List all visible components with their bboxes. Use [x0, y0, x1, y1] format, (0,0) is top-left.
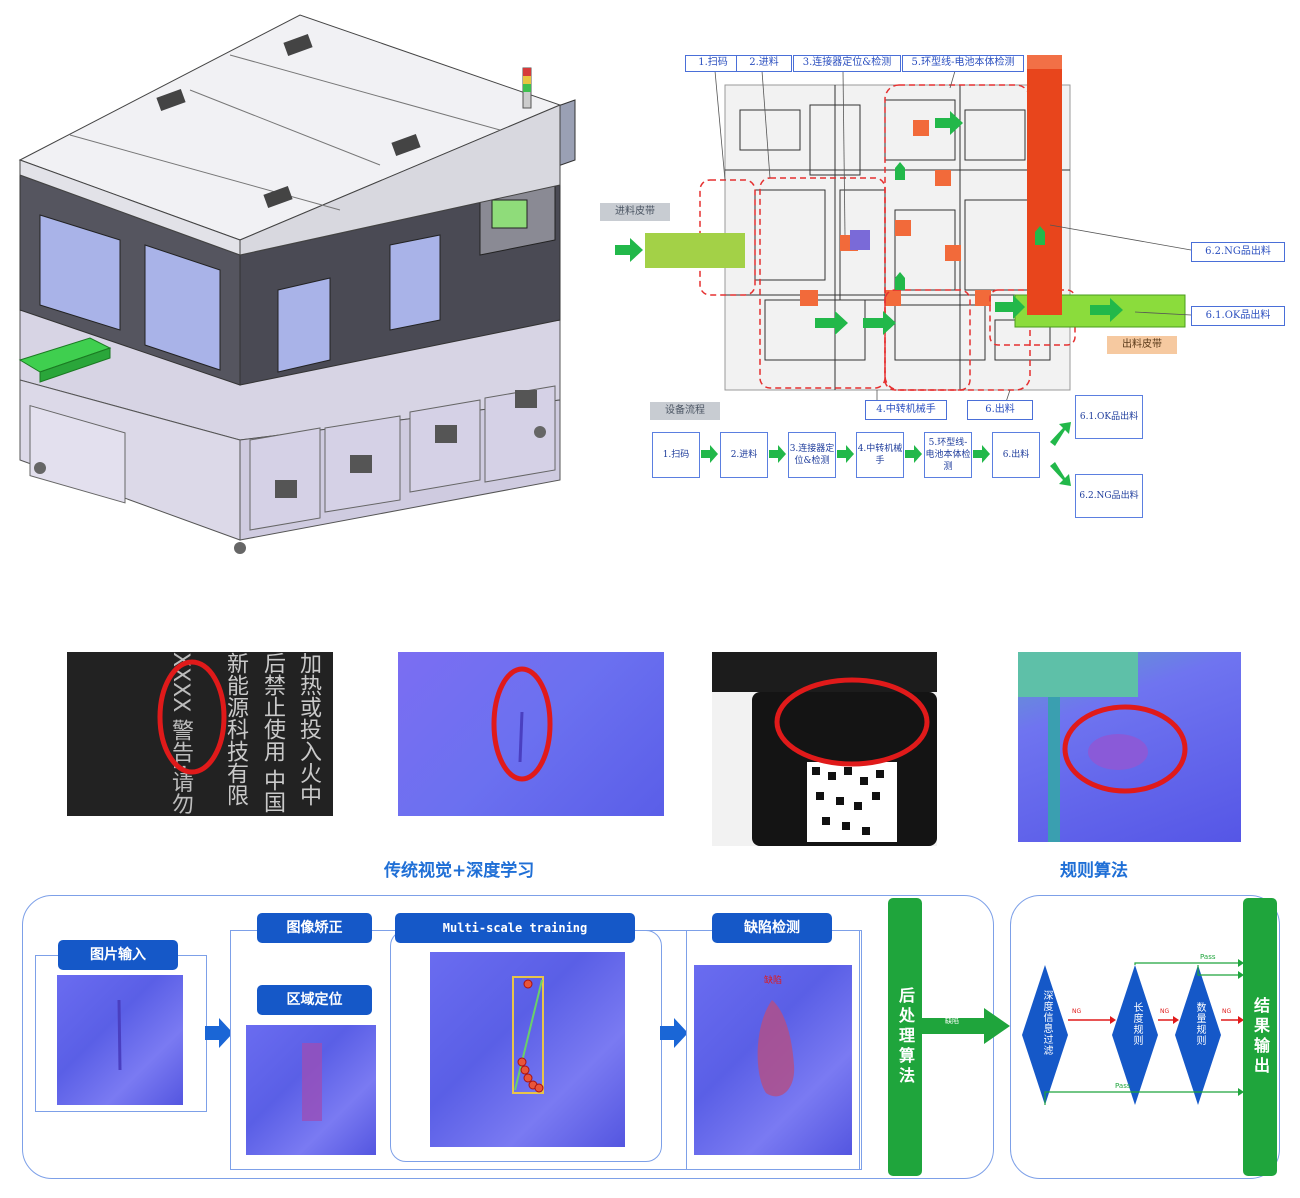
rule-diagram — [1022, 959, 1244, 1105]
infeed-tag: 进料皮带 — [600, 203, 670, 221]
arrow-1 — [205, 1018, 233, 1048]
ng-label-3: NG — [1222, 1008, 1232, 1015]
sample-image-corner — [712, 652, 937, 846]
flow-step-2: 2.进料 — [720, 432, 768, 478]
top-label-ring-line: 5.环型线-电池本体检测 — [902, 55, 1024, 72]
defect-image: 缺陷 — [694, 965, 852, 1155]
multiscale-tab: Multi-scale training — [395, 913, 635, 943]
multiscale-image — [430, 952, 625, 1147]
flow-step-3: 3.连接器定位&检测 — [788, 432, 836, 478]
flow-step-5: 5.环型线-电池本体检测 — [924, 432, 972, 478]
sample-image-scratch — [398, 652, 664, 816]
sample-text-3: 新能源科技有限 — [223, 652, 248, 806]
caption-rule-algorithm: 规则算法 — [1060, 861, 1128, 881]
top-label-connector: 3.连接器定位&检测 — [793, 55, 901, 72]
sample-text-2: 后禁止使用 中国 — [260, 652, 285, 813]
sample-text-1: 加热或投入火中 — [296, 652, 321, 806]
ng-label-1: NG — [1072, 1008, 1082, 1015]
flow-output-ng: 6.2.NG品出料 — [1075, 474, 1143, 518]
ok-output-label: 6.1.OK品出料 — [1191, 306, 1285, 326]
image-input-tab: 图片输入 — [58, 940, 178, 970]
flow-step-6: 6.出料 — [992, 432, 1040, 478]
flow-step-1: 1.扫码 — [652, 432, 700, 478]
input-image — [57, 975, 183, 1105]
ng-label-2: NG — [1160, 1008, 1170, 1015]
arrow-to-rules-label: 缺陷 — [945, 1017, 959, 1025]
arrow-2 — [660, 1018, 688, 1048]
pass-label-2: Pass — [1115, 1082, 1131, 1090]
defect-detect-tab: 缺陷检测 — [712, 913, 832, 943]
result-output-bar: 结果输出 — [1243, 898, 1277, 1176]
post-process-bar: 后处理算法 — [888, 898, 922, 1176]
sample-text-4: XXXX 警告:请勿 — [168, 652, 193, 815]
sample-image-dent — [1018, 652, 1241, 842]
region-locate-tab: 区域定位 — [257, 985, 372, 1015]
rule-count: 数量规则 — [1194, 1002, 1205, 1046]
sample-image-text: 加热或投入火中 后禁止使用 中国 新能源科技有限 XXXX 警告:请勿 — [67, 652, 333, 816]
top-label-scan: 1.扫码 — [685, 55, 741, 72]
process-tag: 设备流程 — [650, 402, 720, 420]
caption-vision-dl: 传统视觉+深度学习 — [384, 861, 535, 881]
image-correction-tab: 图像矫正 — [257, 913, 372, 943]
flow-step-4: 4.中转机械手 — [856, 432, 904, 478]
defect-tag: 缺陷 — [764, 976, 783, 986]
flow-output-ok: 6.1.OK品出料 — [1075, 395, 1143, 439]
top-label-feed: 2.进料 — [736, 55, 792, 72]
arrow-to-rules — [922, 1008, 1010, 1044]
pass-label-1: Pass — [1200, 953, 1216, 961]
machine-render — [18, 14, 576, 554]
discharge-label: 6.出料 — [967, 400, 1033, 420]
region-image — [246, 1025, 376, 1155]
outfeed-tag: 出料皮带 — [1107, 336, 1177, 354]
layout-diagram: 1.扫码 2.进料 3.连接器定位&检测 5.环型线-电池本体检测 进料皮带 出… — [595, 50, 1295, 530]
rule-length: 长度规则 — [1131, 1002, 1142, 1046]
rule-depth-filter: 深度信息过滤 — [1041, 990, 1052, 1056]
flow-arrows — [701, 422, 1071, 486]
ng-output-label: 6.2.NG品出料 — [1191, 242, 1285, 262]
transfer-robot-label: 4.中转机械手 — [865, 400, 947, 420]
